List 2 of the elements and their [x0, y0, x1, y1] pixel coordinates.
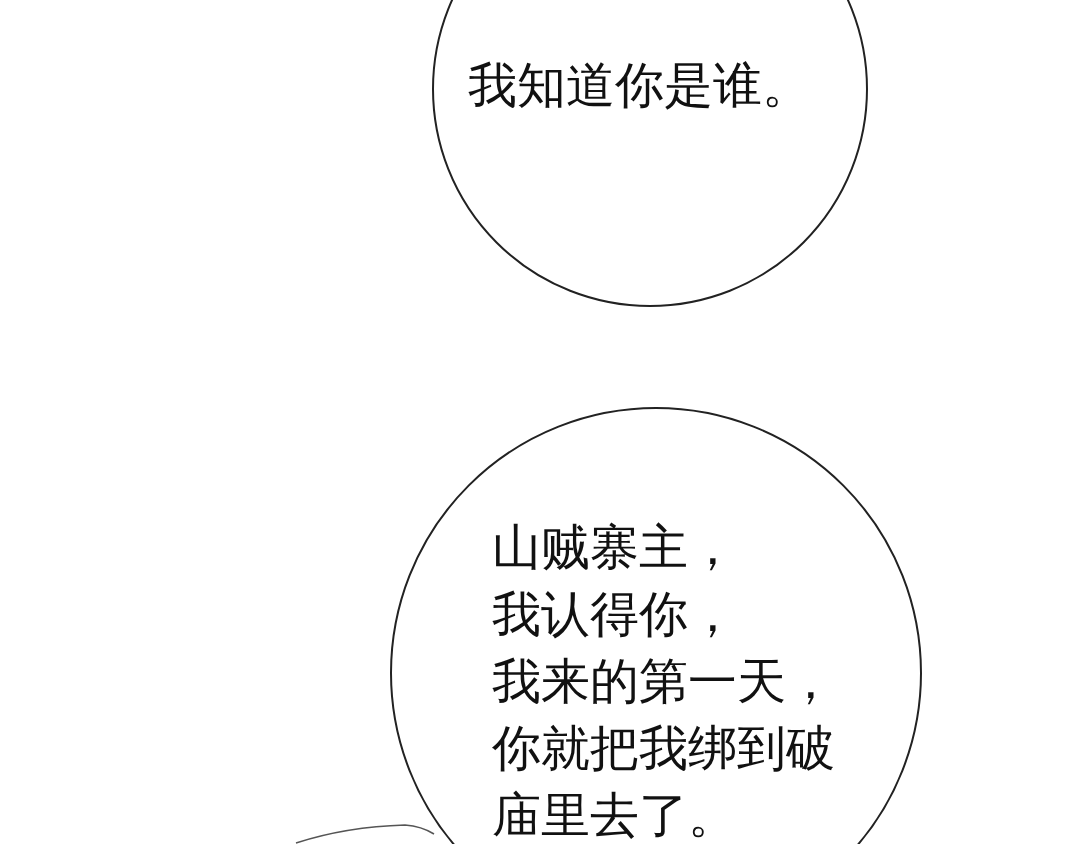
speech-text: 山贼寨主，我认得你，我来的第一天，你就把我绑到破庙里去了。 [492, 518, 836, 844]
speech-text: 我知道你是谁。 [468, 56, 812, 116]
